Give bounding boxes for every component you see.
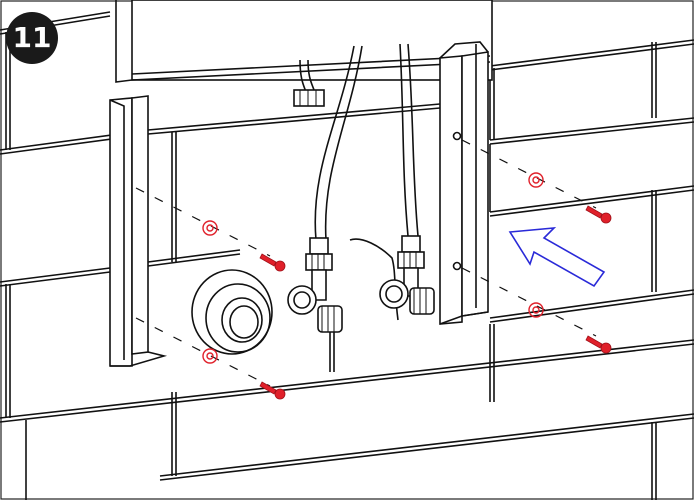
left-rail — [109, 95, 168, 367]
wall-plug-1 — [202, 220, 218, 236]
wall-plug-2 — [202, 348, 218, 364]
screw-3 — [585, 205, 612, 224]
angle-valve-left — [287, 237, 343, 333]
wall-plugs — [202, 172, 544, 364]
step-number-badge: 11 — [6, 12, 58, 64]
alignment-lines — [135, 139, 597, 387]
tile-wall — [0, 11, 694, 500]
screw-4 — [585, 335, 612, 354]
rail-hole-top — [452, 131, 462, 141]
wall-plug-4 — [528, 302, 544, 318]
screw-1 — [259, 253, 286, 272]
blue-direction-arrow — [508, 227, 606, 288]
pipe-collar — [191, 269, 273, 355]
angle-valve-right — [349, 235, 435, 321]
cable-connector — [293, 59, 325, 107]
wall-plug-3 — [528, 172, 544, 188]
flexible-hoses — [314, 43, 419, 241]
screw-2 — [259, 381, 286, 400]
top-housing — [115, 0, 493, 83]
right-rail — [439, 41, 489, 325]
rail-hole-bottom — [452, 261, 462, 271]
screws — [259, 205, 612, 400]
